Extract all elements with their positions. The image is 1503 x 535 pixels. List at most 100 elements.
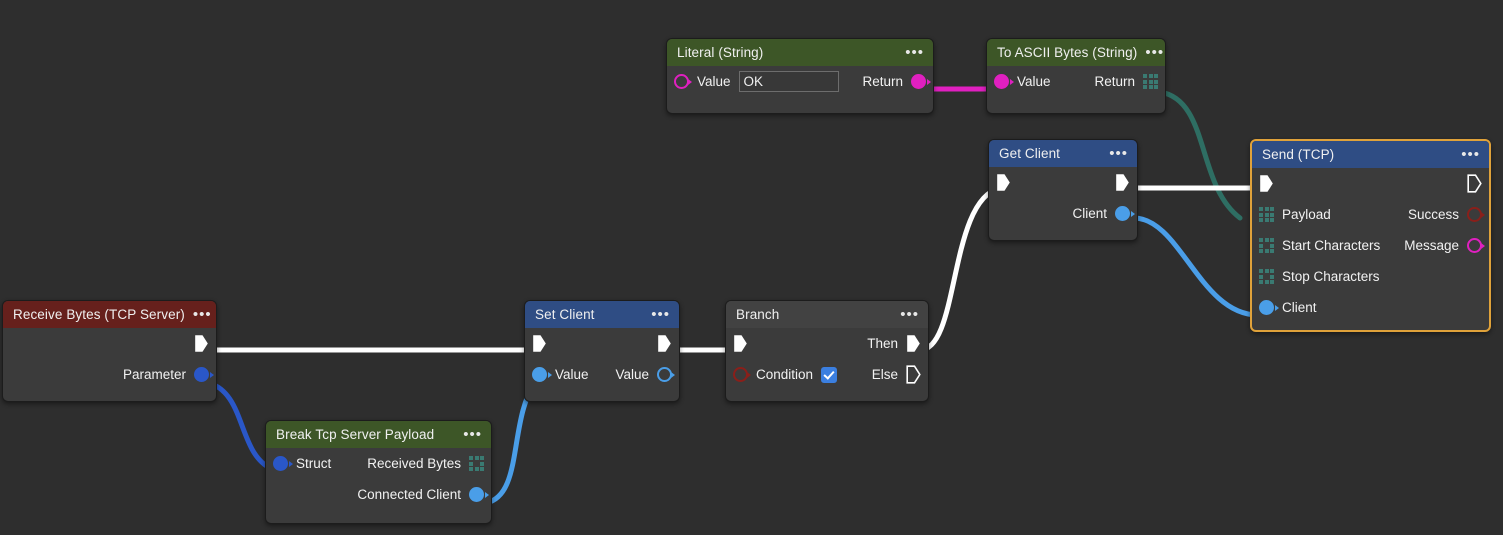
port-connected-client-out[interactable] <box>469 487 484 502</box>
node-body-set-client: Value Value <box>525 328 679 390</box>
node-row: Client <box>989 198 1137 229</box>
node-header-receive-bytes-tcp-server[interactable]: Receive Bytes (TCP Server)••• <box>3 301 216 328</box>
port-message-out[interactable] <box>1467 238 1482 253</box>
port-start-characters-in[interactable] <box>1259 238 1274 253</box>
port-value-in[interactable] <box>532 367 547 382</box>
node-header-break-tcp-server-payload[interactable]: Break Tcp Server Payload ••• <box>266 421 491 448</box>
port-received-bytes-out[interactable] <box>469 456 484 471</box>
row-left <box>525 334 547 353</box>
exec-out[interactable] <box>1115 173 1130 192</box>
row-left <box>989 173 1011 192</box>
node-receive-bytes-tcp-server[interactable]: Receive Bytes (TCP Server)••• Parameter <box>2 300 217 402</box>
node-header-send-tcp[interactable]: Send (TCP)••• <box>1252 141 1489 168</box>
row-right: Then <box>867 334 928 353</box>
node-menu-icon[interactable]: ••• <box>900 306 919 323</box>
node-row: Start Characters Message <box>1252 230 1489 261</box>
port-label-parameter: Parameter <box>122 367 186 382</box>
node-menu-icon[interactable]: ••• <box>192 306 212 323</box>
exec-out[interactable] <box>657 334 672 353</box>
node-header-literal-string[interactable]: Literal (String) ••• <box>667 39 933 66</box>
condition-checkbox[interactable] <box>821 366 838 383</box>
port-label-client: Client <box>1282 300 1317 315</box>
port-stop-characters-in[interactable] <box>1259 269 1274 284</box>
row-left: Value <box>667 71 839 92</box>
row-right: Connected Client <box>357 487 491 502</box>
exec-then-out[interactable] <box>906 334 921 353</box>
node-row: Value Value <box>525 359 679 390</box>
exec-out[interactable] <box>1467 174 1482 193</box>
port-label-else: Else <box>871 367 898 382</box>
node-menu-icon[interactable]: ••• <box>1145 44 1165 61</box>
node-to-ascii-bytes[interactable]: To ASCII Bytes (String)••• Value Return <box>986 38 1166 114</box>
exec-in[interactable] <box>532 334 547 353</box>
exec-out[interactable] <box>194 334 209 353</box>
node-row: Connected Client <box>266 479 491 510</box>
row-right: Success <box>1408 207 1489 222</box>
port-condition-in[interactable] <box>733 367 748 382</box>
port-label-return: Return <box>1094 74 1135 89</box>
port-label-value-out: Value <box>615 367 649 382</box>
row-left: Start Characters <box>1252 238 1380 253</box>
port-value-in[interactable] <box>674 74 689 89</box>
node-header-branch[interactable]: Branch ••• <box>726 301 928 328</box>
port-struct-in[interactable] <box>273 456 288 471</box>
row-right: Return <box>862 74 933 89</box>
row-right: Parameter <box>123 367 216 382</box>
exec-in[interactable] <box>1259 174 1274 193</box>
node-get-client[interactable]: Get Client••• Client <box>988 139 1138 241</box>
row-right <box>194 334 216 353</box>
node-row: Payload Success <box>1252 199 1489 230</box>
row-left: Struct <box>266 456 331 471</box>
exec-in[interactable] <box>996 173 1011 192</box>
node-row <box>1252 168 1489 199</box>
port-label-value-in: Value <box>555 367 589 382</box>
port-payload-in[interactable] <box>1259 207 1274 222</box>
port-return-out[interactable] <box>911 74 926 89</box>
value-text-input[interactable] <box>738 71 839 92</box>
port-success-out[interactable] <box>1467 207 1482 222</box>
port-label-value: Value <box>1017 74 1051 89</box>
node-header-to-ascii-bytes[interactable]: To ASCII Bytes (String)••• <box>987 39 1165 66</box>
row-right: Message <box>1404 238 1489 253</box>
row-right <box>1115 173 1137 192</box>
port-label-connected-client: Connected Client <box>357 487 461 502</box>
wire-getclient-client-to-send-client[interactable] <box>1131 215 1261 318</box>
node-menu-icon[interactable]: ••• <box>463 426 482 443</box>
node-title: Branch <box>736 306 780 322</box>
node-menu-icon[interactable]: ••• <box>1109 145 1128 162</box>
node-literal-string[interactable]: Literal (String) ••• Value Return <box>666 38 934 114</box>
row-left <box>726 334 748 353</box>
node-set-client[interactable]: Set Client••• Value Value <box>524 300 680 402</box>
row-left: Stop Characters <box>1252 269 1380 284</box>
exec-in[interactable] <box>733 334 748 353</box>
node-row: Parameter <box>3 359 216 390</box>
port-label-start-characters: Start Characters <box>1282 238 1381 253</box>
node-title: Break Tcp Server Payload <box>276 426 435 442</box>
node-header-get-client[interactable]: Get Client••• <box>989 140 1137 167</box>
node-row <box>3 328 216 359</box>
exec-else-out[interactable] <box>906 365 921 384</box>
node-menu-icon[interactable]: ••• <box>905 44 924 61</box>
node-row <box>989 167 1137 198</box>
port-value-out[interactable] <box>657 367 672 382</box>
port-value-in[interactable] <box>994 74 1009 89</box>
node-header-set-client[interactable]: Set Client••• <box>525 301 679 328</box>
wire-ascii-return-to-send-payload[interactable] <box>1157 89 1243 221</box>
port-label-payload: Payload <box>1282 207 1331 222</box>
port-client-out[interactable] <box>1115 206 1130 221</box>
node-title: Literal (String) <box>677 44 764 60</box>
port-return-out[interactable] <box>1143 74 1158 89</box>
port-client-in[interactable] <box>1259 300 1274 315</box>
port-label-struct: Struct <box>296 456 332 471</box>
port-parameter-out[interactable] <box>194 367 209 382</box>
node-menu-icon[interactable]: ••• <box>1461 146 1480 163</box>
node-menu-icon[interactable]: ••• <box>651 306 670 323</box>
